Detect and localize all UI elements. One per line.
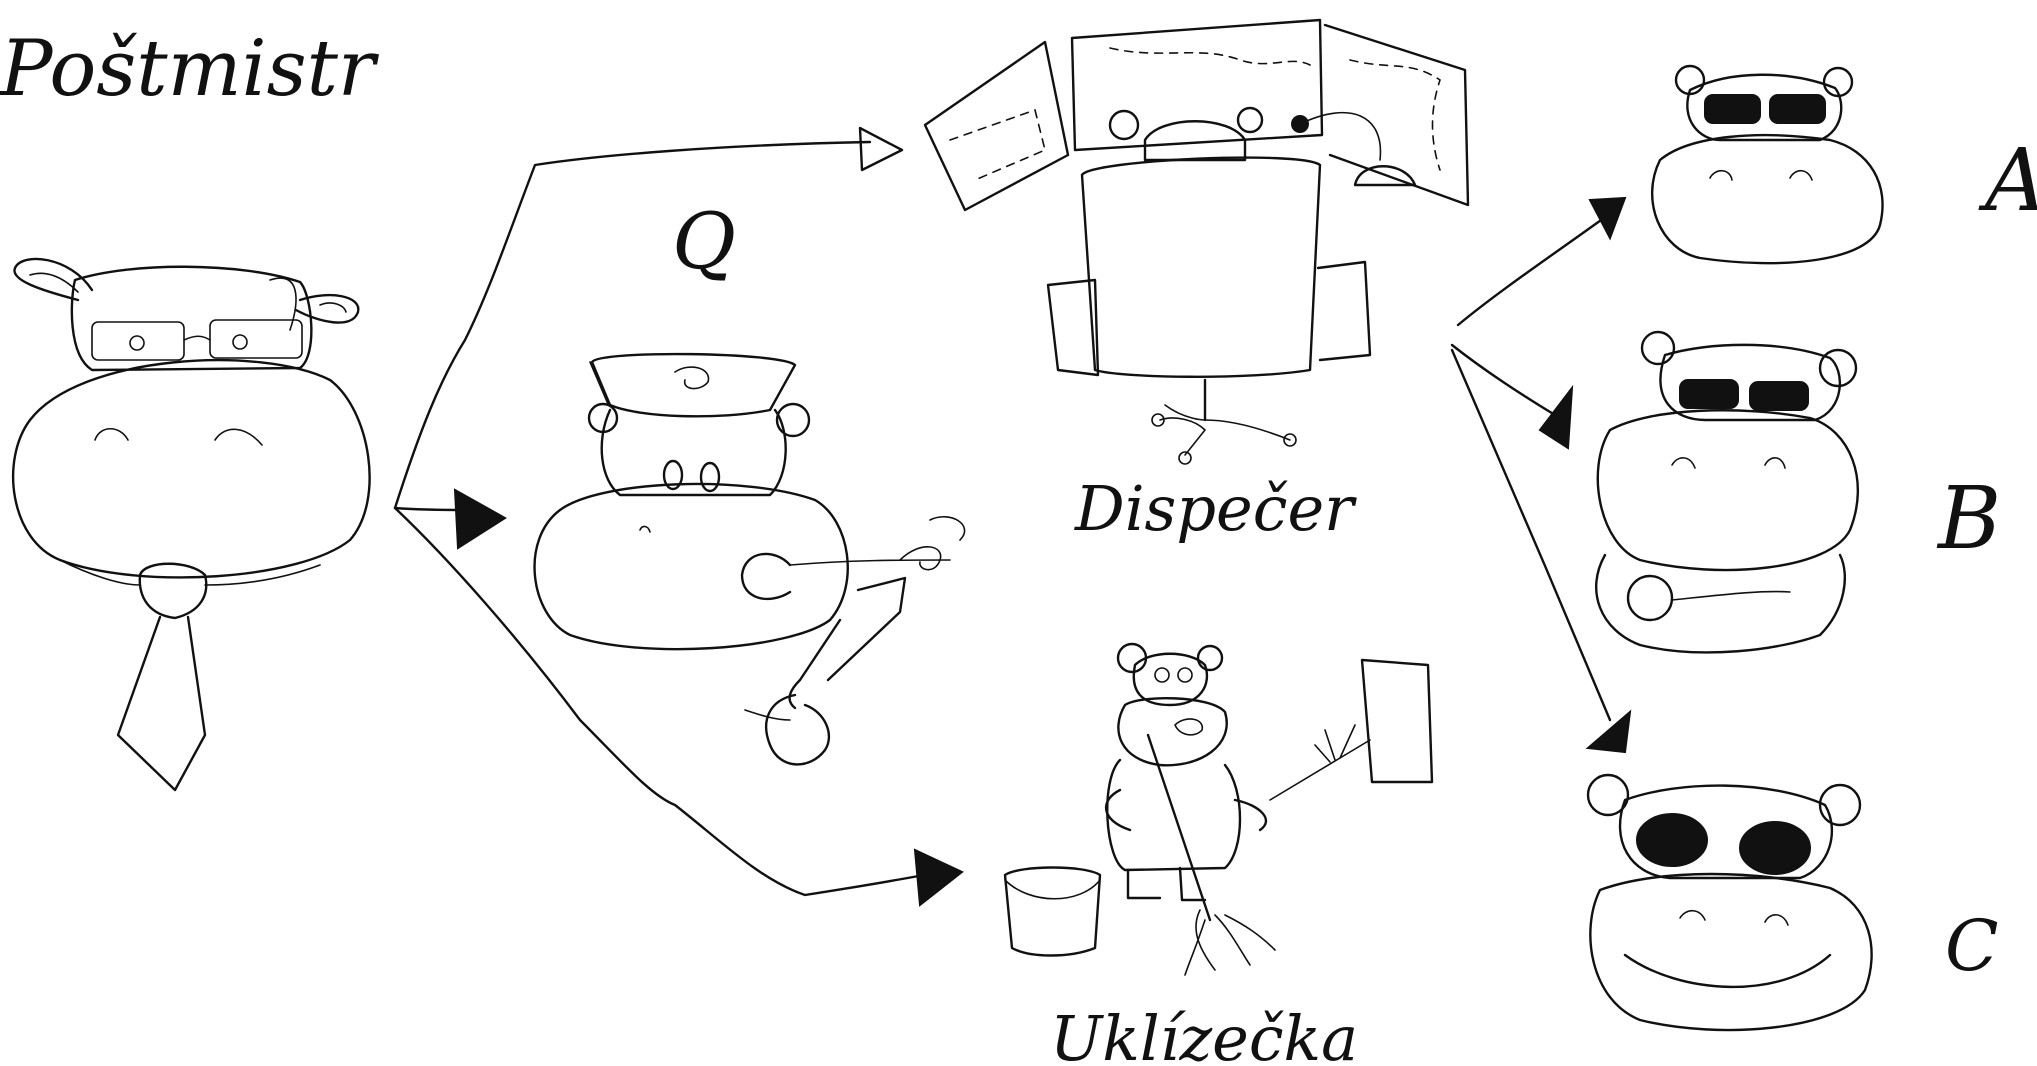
label-option-a: A (1978, 131, 2037, 231)
hippo-a-drawing (1650, 64, 1884, 265)
dispatcher-desk-drawing (923, 18, 1470, 465)
label-option-c: C (1945, 905, 1999, 987)
cleaner-hippo-drawing (1003, 642, 1434, 976)
arrow-head-to-courier (453, 488, 507, 550)
hippo-c-drawing (1586, 773, 1873, 1032)
flow-arrows (393, 126, 1632, 907)
label-cleaner: Uklízečka (1050, 1002, 1358, 1066)
label-postmaster: Poštmistr (0, 24, 380, 114)
arrow-head-to-c (1585, 709, 1632, 754)
arrow-head-to-b (1538, 384, 1574, 450)
arrow-head-to-cleaner (913, 848, 964, 907)
postmaster-hippo-drawing (11, 257, 371, 792)
label-q: Q (672, 197, 736, 287)
hippo-b-drawing (1595, 330, 1859, 654)
arrow-head-to-dispatcher (858, 126, 904, 172)
courier-hippo-drawing (533, 352, 966, 766)
label-option-b: B (1936, 469, 2001, 569)
label-dispatcher: Dispečer (1074, 472, 1357, 545)
arrow-head-to-a (1588, 196, 1627, 241)
